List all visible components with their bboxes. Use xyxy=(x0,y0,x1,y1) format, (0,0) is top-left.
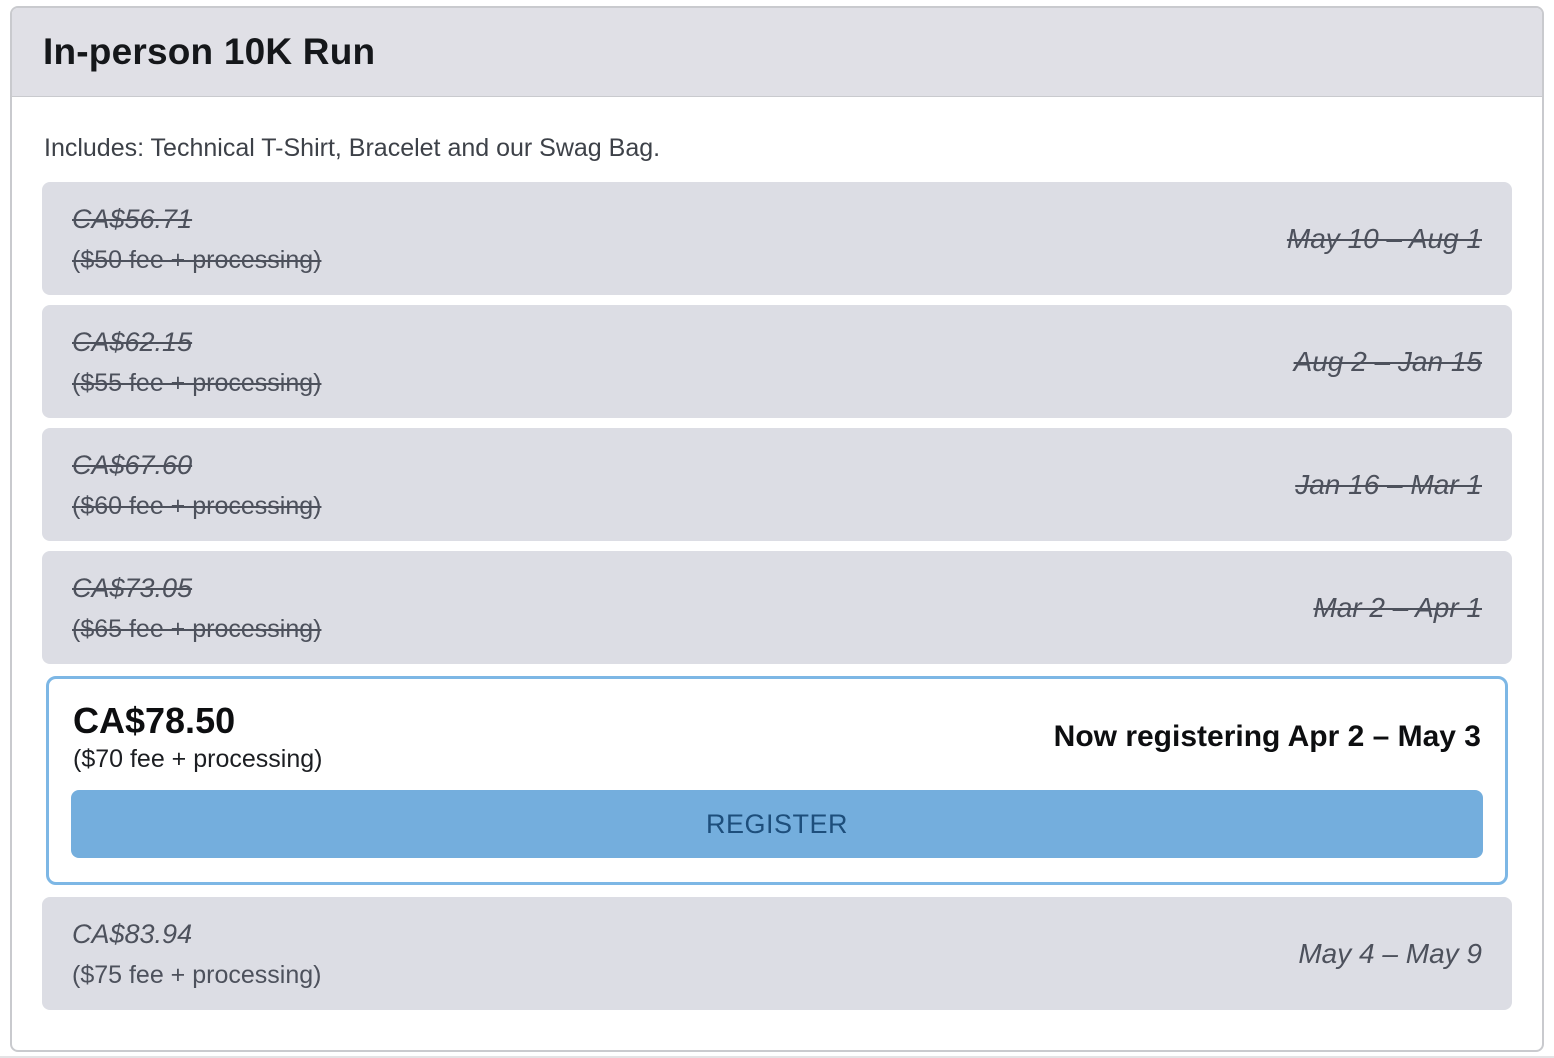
tier-fee: ($55 fee + processing) xyxy=(72,368,322,397)
tier-dates: Aug 2 – Jan 15 xyxy=(1293,345,1482,377)
tier-price-block: CA$73.05 ($65 fee + processing) xyxy=(72,572,321,644)
tier-price-block: CA$56.71 ($50 fee + processing) xyxy=(72,203,321,275)
pricing-tier-current: CA$78.50 ($70 fee + processing) Now regi… xyxy=(46,676,1508,885)
tier-price-block: CA$67.60 ($60 fee + processing) xyxy=(72,449,321,521)
tier-dates: Mar 2 – Apr 1 xyxy=(1313,591,1482,623)
includes-description: Includes: Technical T-Shirt, Bracelet an… xyxy=(44,134,661,162)
tier-dates: Jan 16 – Mar 1 xyxy=(1295,468,1482,500)
tier-price: CA$78.50 xyxy=(73,700,236,741)
current-tier-info: CA$78.50 ($70 fee + processing) Now regi… xyxy=(71,699,1483,775)
pricing-tier-past-1: CA$56.71 ($50 fee + processing) May 10 –… xyxy=(42,182,1512,295)
page-title: In-person 10K Run xyxy=(43,31,376,72)
tier-fee: ($50 fee + processing) xyxy=(72,245,322,274)
pricing-tier-future: CA$83.94 ($75 fee + processing) May 4 – … xyxy=(42,897,1512,1010)
tier-price: CA$73.05 xyxy=(72,572,193,603)
pricing-tier-past-3: CA$67.60 ($60 fee + processing) Jan 16 –… xyxy=(42,428,1512,541)
tier-price-block: CA$78.50 ($70 fee + processing) xyxy=(73,699,322,775)
tier-price-block: CA$83.94 ($75 fee + processing) xyxy=(72,918,321,990)
tier-fee: ($65 fee + processing) xyxy=(72,614,322,643)
tier-dates: May 4 – May 9 xyxy=(1298,937,1482,969)
card-body: Includes: Technical T-Shirt, Bracelet an… xyxy=(12,97,1542,1050)
tier-price: CA$67.60 xyxy=(72,449,193,480)
tier-price: CA$56.71 xyxy=(72,203,193,234)
tier-fee: ($75 fee + processing) xyxy=(72,960,322,989)
card-header: In-person 10K Run xyxy=(12,8,1542,97)
register-button[interactable]: REGISTER xyxy=(71,790,1483,858)
tier-fee: ($70 fee + processing) xyxy=(73,745,323,773)
tier-price: CA$62.15 xyxy=(72,326,193,357)
tier-fee: ($60 fee + processing) xyxy=(72,491,322,520)
page-background-strip xyxy=(0,1056,1554,1058)
tier-dates: May 10 – Aug 1 xyxy=(1286,222,1482,254)
tier-price-block: CA$62.15 ($55 fee + processing) xyxy=(72,326,321,398)
pricing-tier-past-4: CA$73.05 ($65 fee + processing) Mar 2 – … xyxy=(42,551,1512,664)
now-registering-dates: Now registering Apr 2 – May 3 xyxy=(1053,720,1481,753)
pricing-tier-past-2: CA$62.15 ($55 fee + processing) Aug 2 – … xyxy=(42,305,1512,418)
registration-card: In-person 10K Run Includes: Technical T-… xyxy=(10,6,1544,1052)
tier-price: CA$83.94 xyxy=(72,918,193,949)
